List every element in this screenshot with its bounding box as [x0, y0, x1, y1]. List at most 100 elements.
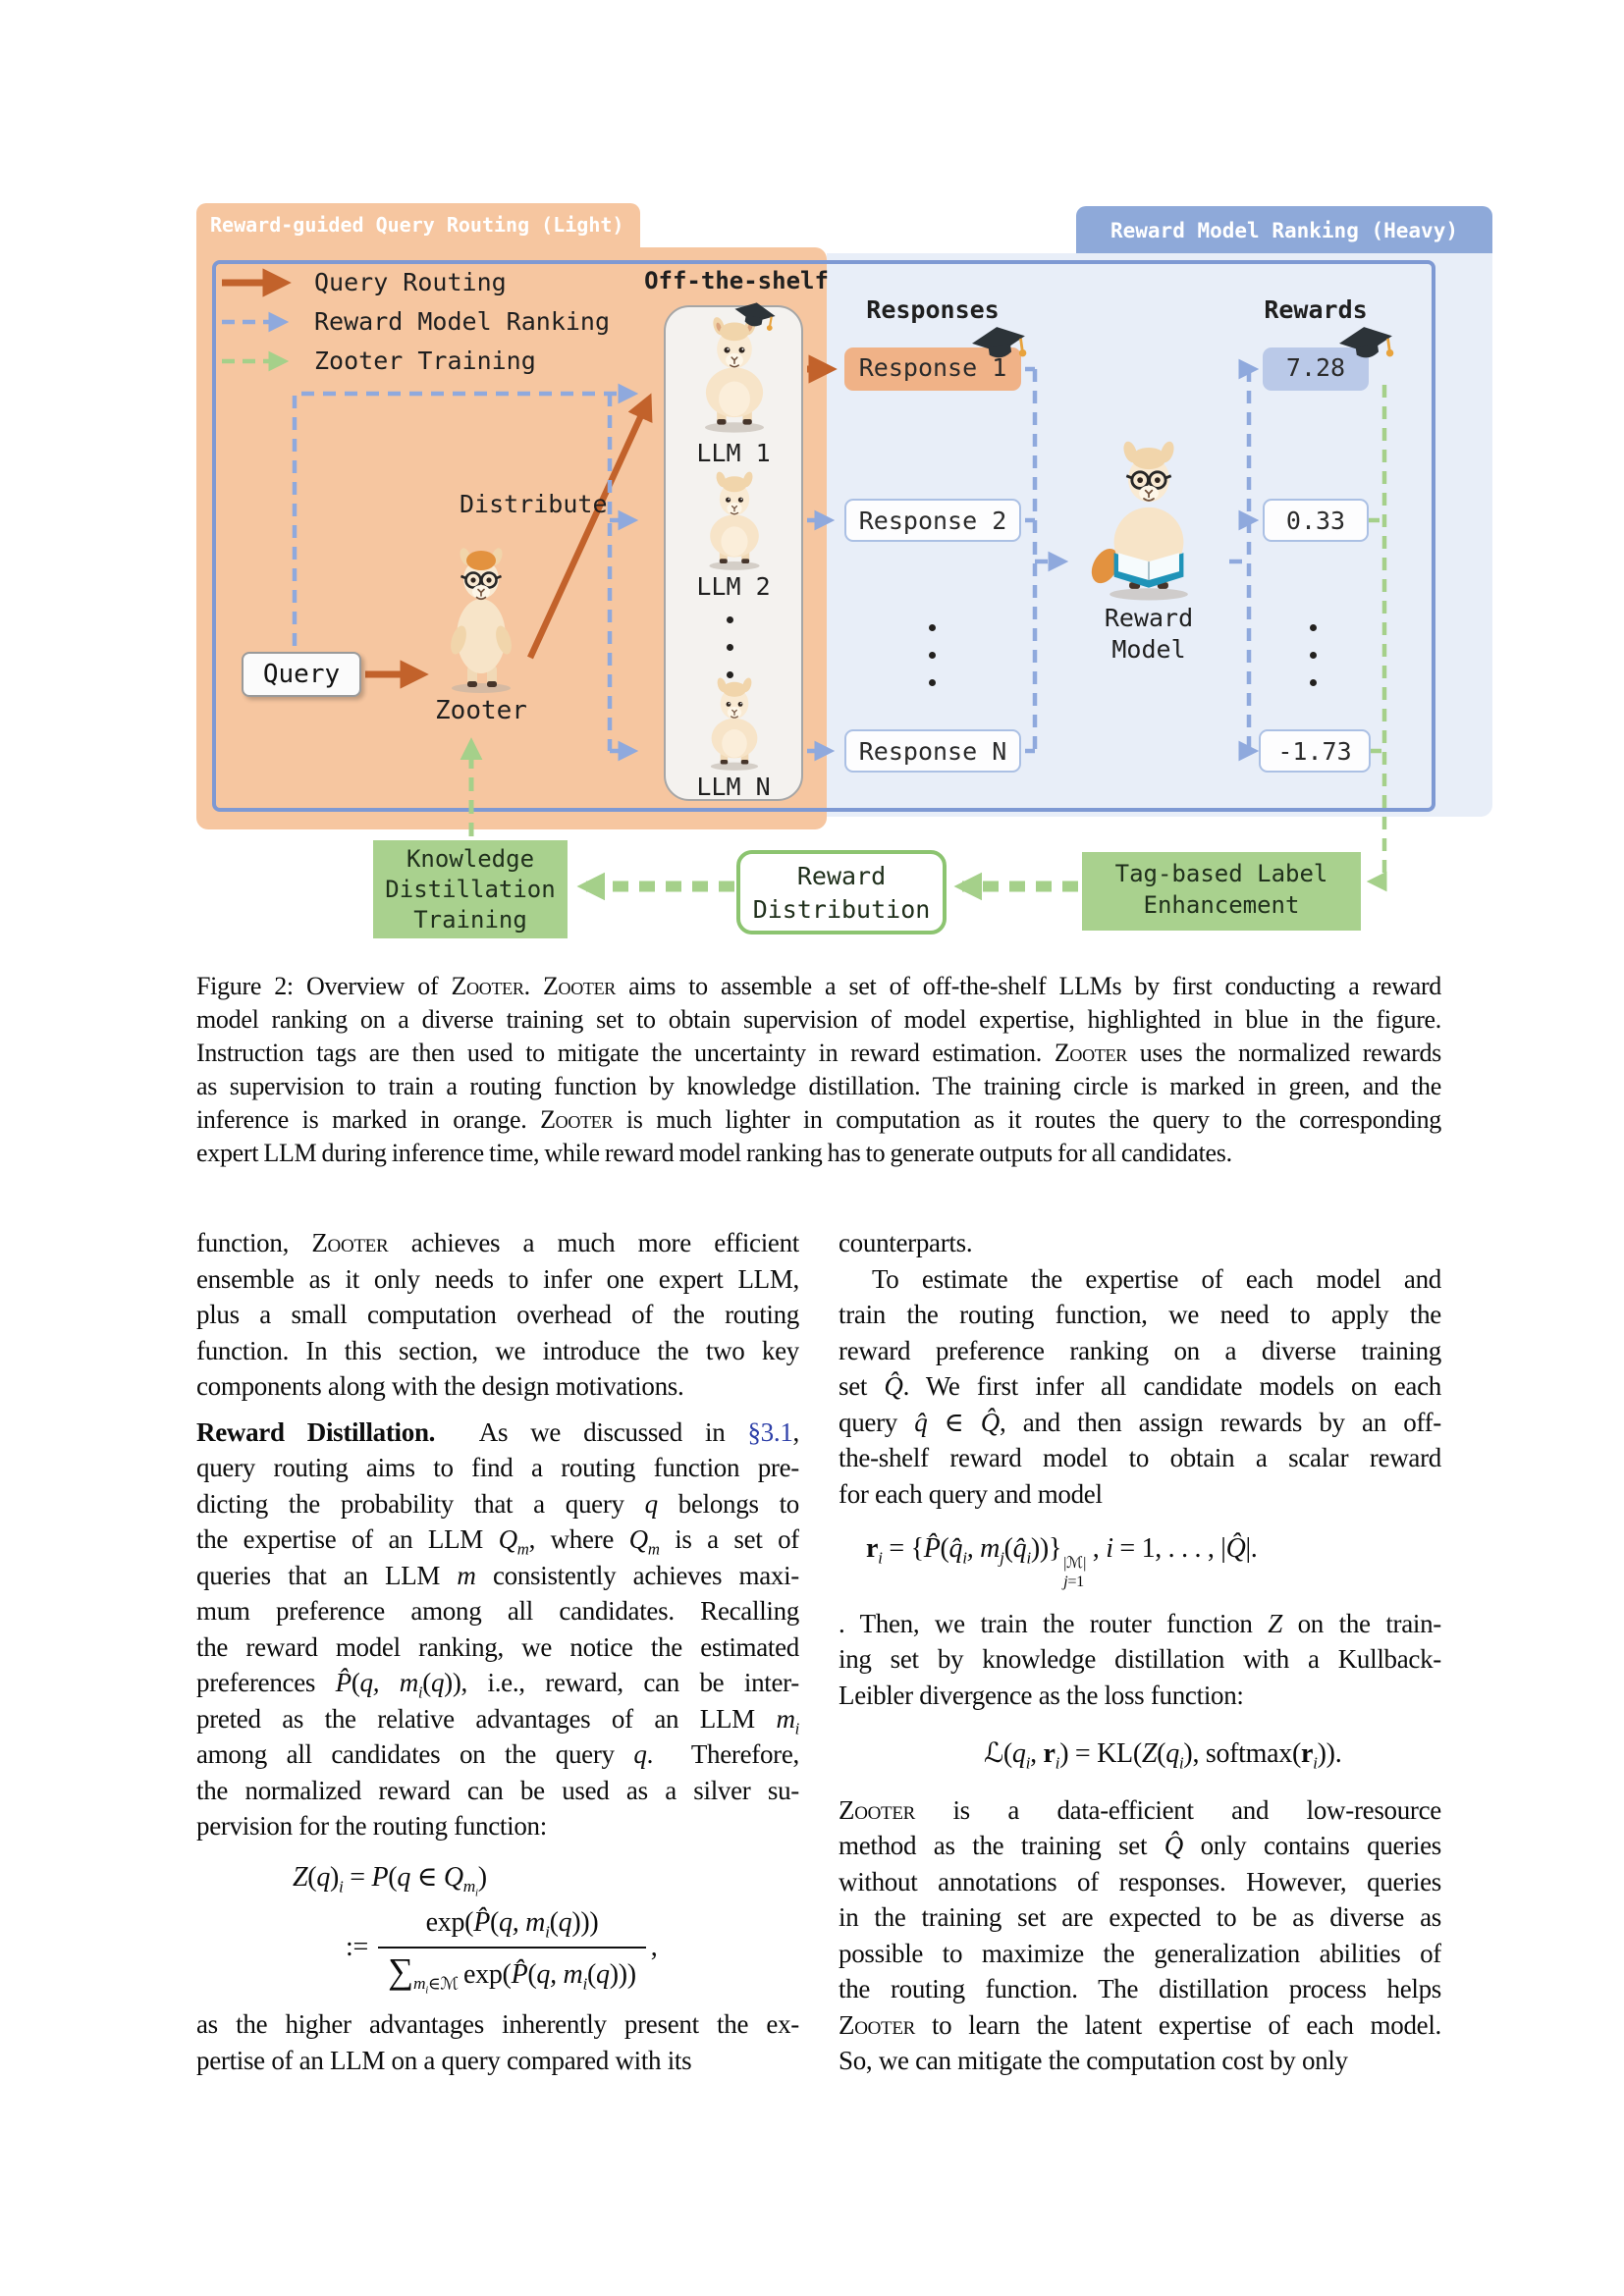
equation-routing-function: Z(q)i = P(q ∈ Qmi) := exp(P̂(q, mi(q)))∑… [196, 1860, 799, 1997]
text-line: preferences P̂(q, mi(q)), i.e., reward, … [196, 1668, 799, 1701]
llama-icon-reward-model [1091, 441, 1188, 601]
rewards-ellipsis [1310, 624, 1317, 686]
ranking-panel-tab: Reward Model Ranking (Heavy) [1076, 206, 1492, 253]
tag-line1: Tag-based Label [1114, 860, 1328, 887]
text-line: To estimate the expertise of each model … [872, 1263, 1441, 1294]
equation-line: Z(q)i = P(q ∈ Qmi) [293, 1861, 487, 1899]
text-line: the normalized reward can be used as a s… [196, 1775, 799, 1805]
figure-2-diagram: Reward-guided Query Routing (Light) Rewa… [0, 0, 1624, 991]
inference-panel-tab: Reward-guided Query Routing (Light) [196, 203, 640, 247]
left-column: function, Zooter achieves a much more ef… [196, 1225, 799, 2078]
text-line: for each query and model [839, 1478, 1103, 1509]
response-1-box: Response 1 [844, 347, 1021, 391]
text-line: function. In this section, we introduce … [196, 1335, 799, 1365]
kd-line2: Distillation [385, 876, 556, 903]
reward-2-box: 0.33 [1263, 499, 1369, 542]
paragraph: To estimate the expertise of each model … [839, 1261, 1441, 1513]
rewards-header: Rewards [1264, 295, 1368, 324]
legend-query-routing: Query Routing [314, 268, 507, 296]
text-line: in the training set are expected to be a… [839, 1902, 1441, 1933]
text-line: counterparts. [839, 1228, 973, 1257]
text-line: Zooter to learn the latent expertise of … [839, 2009, 1441, 2040]
text-line: queries that an LLM m consistently achie… [196, 1560, 799, 1590]
text-line: reward preference ranking on a diverse t… [839, 1335, 1441, 1365]
text-line: method as the training set Q̂ only conta… [839, 1831, 1441, 1861]
text-line: expert LLM during inference time, while … [196, 1139, 1232, 1167]
graduation-cap-icon [972, 327, 1027, 358]
llm1-label: LLM 1 [696, 439, 771, 467]
rd-line2: Distribution [752, 895, 931, 924]
text-line: set Q̂. We first infer all candidate mod… [839, 1371, 1441, 1401]
llm2-label: LLM 2 [696, 572, 771, 601]
knowledge-distillation-box: Knowledge Distillation Training [373, 840, 568, 938]
responses-ellipsis [929, 624, 936, 686]
text-line: Instruction tags are then used to mitiga… [196, 1039, 1441, 1067]
text-line: plus a small computation overhead of the… [196, 1300, 799, 1329]
llama-icon-llmN [710, 677, 759, 771]
text-line: function, Zooter achieves a much more ef… [196, 1228, 799, 1257]
equation-loss: ℒ(qi, ri) = KL(Z(qi), softmax(ri)). [839, 1736, 1441, 1773]
reward-model-label-line1: Reward [1104, 604, 1194, 632]
text-line: Zooter is a data-efficient and low-resou… [839, 1794, 1441, 1825]
equation-line: ℒ(qi, ri) = KL(Z(qi), softmax(ri)). [984, 1738, 1342, 1773]
text-line: query routing aims to find a routing fun… [196, 1453, 799, 1482]
text-line: mum preference among all candidates. Rec… [196, 1596, 799, 1626]
text-line: pertise of an LLM on a query compared wi… [196, 2045, 692, 2075]
response-N-box: Response N [844, 729, 1021, 773]
diagram-border [212, 260, 1435, 812]
tag-line2: Enhancement [1143, 891, 1300, 919]
reward-N-box: -1.73 [1259, 729, 1371, 773]
distribute-label: Distribute [460, 490, 608, 518]
tag-label-enhancement-box: Tag-based Label Enhancement [1082, 852, 1361, 931]
text-line: components along with the design motivat… [196, 1371, 684, 1401]
paragraph: function, Zooter achieves a much more ef… [196, 1225, 799, 1405]
text-line: Reward Distillation. As we discussed in … [196, 1416, 799, 1447]
paragraph-reward-distillation: Reward Distillation. As we discussed in … [196, 1415, 799, 1844]
text-line: Figure 2: Overview of Zooter. Zooter aim… [196, 972, 1441, 1000]
text-line: ensemble as it only needs to infer one e… [196, 1263, 799, 1294]
text-line: pervision for the routing function: [196, 1811, 547, 1841]
text-line: Leibler divergence as the loss function: [839, 1680, 1244, 1710]
off-the-shelf-label: Off-the-shelf [644, 267, 829, 294]
figure-caption: Figure 2: Overview of Zooter. Zooter aim… [196, 970, 1441, 1170]
text-line: . Then, we train the router function Z o… [839, 1608, 1441, 1638]
text-line: as the higher advantages inherently pres… [196, 2009, 799, 2039]
text-line: the routing function. The distillation p… [839, 1974, 1441, 2004]
right-column: counterparts. To estimate the expertise … [839, 1225, 1441, 2079]
llmN-label: LLM N [696, 773, 771, 801]
text-line: dicting the probability that a query q b… [196, 1488, 799, 1519]
reward-1-box: 7.28 [1263, 347, 1369, 391]
text-line: preted as the relative advantages of an … [196, 1703, 799, 1736]
text-line: So, we can mitigate the computation cost… [839, 2046, 1348, 2076]
text-line: possible to maximize the generalization … [839, 1938, 1441, 1968]
response-2-box: Response 2 [844, 499, 1021, 542]
llama-icon-zooter [451, 548, 512, 693]
text-line: the-shelf reward model to obtain a scala… [839, 1443, 1441, 1472]
text-line: inference is marked in orange. Zooter is… [196, 1105, 1441, 1134]
responses-header: Responses [866, 295, 1000, 324]
kd-line1: Knowledge [406, 845, 535, 873]
equation-line: := exp(P̂(q, mi(q)))∑mi∈ℳ exp(P̂(q, mi(q… [346, 1907, 658, 1997]
paragraph: . Then, we train the router function Z o… [839, 1606, 1441, 1714]
equation-line: ri = {P̂(q̂i, mj(q̂i))}|ℳ|j=1 , i = 1, .… [866, 1533, 1258, 1590]
paragraph: Zooter is a data-efficient and low-resou… [839, 1792, 1441, 2079]
graduation-cap-icon [734, 302, 776, 331]
paragraph: as the higher advantages inherently pres… [196, 2006, 799, 2078]
graduation-cap-icon [1339, 327, 1394, 358]
kd-line3: Training [413, 906, 527, 934]
connector-arrows [222, 268, 1387, 901]
llama-icon-llm2 [709, 471, 760, 570]
text-line: the reward model ranking, we notice the … [196, 1631, 799, 1662]
zooter-label: Zooter [435, 696, 527, 725]
text-line: query q̂ ∈ Q̂, and then assign rewards b… [839, 1407, 1441, 1437]
paragraph: counterparts. [839, 1225, 1441, 1261]
text-line: ing set by knowledge distillation with a… [839, 1644, 1441, 1675]
text-line: model ranking on a diverse training set … [196, 1005, 1441, 1034]
legend-reward-model-ranking: Reward Model Ranking [314, 307, 611, 336]
text-line: without annotations of responses. Howeve… [839, 1866, 1441, 1896]
reward-model-label-line2: Model [1111, 635, 1186, 664]
query-box: Query [242, 652, 361, 697]
reward-distribution-box: Reward Distribution [736, 850, 947, 934]
equation-reward-vector: ri = {P̂(q̂i, mj(q̂i))}|ℳ|j=1 , i = 1, .… [839, 1531, 1441, 1590]
